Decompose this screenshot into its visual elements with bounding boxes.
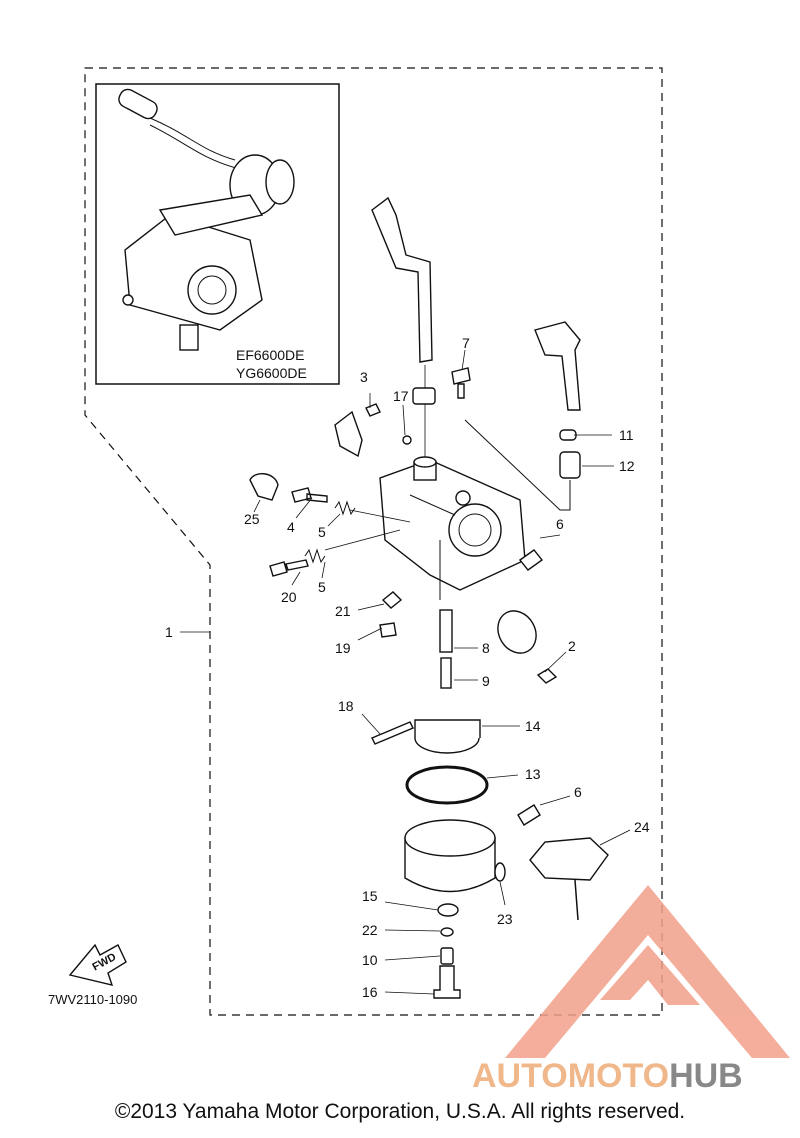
- label-21: 21: [335, 603, 351, 619]
- cap-17: [412, 387, 436, 405]
- guide-line-b: [324, 529, 401, 551]
- watermark-logo: [505, 885, 790, 1058]
- gasket-13: [405, 765, 489, 805]
- label-16: 16: [362, 984, 378, 1000]
- needle-21: [381, 591, 403, 609]
- link-rod: [371, 196, 433, 363]
- label-2: 2: [568, 638, 576, 654]
- collar-12: [559, 451, 581, 479]
- pin-18: [371, 721, 414, 745]
- lever-guide: [464, 419, 571, 511]
- label-1: 1: [165, 624, 173, 640]
- float-bowl-rim: [404, 819, 496, 857]
- fwd-arrow: FWD: [68, 943, 127, 986]
- solenoid-wire: [574, 879, 579, 921]
- copyright-notice: ©2013 Yamaha Motor Corporation, U.S.A. A…: [114, 1100, 686, 1123]
- jet-10: [440, 947, 454, 965]
- label-6b: 6: [574, 784, 582, 800]
- screw-2: [536, 668, 558, 684]
- float-14-body: [414, 719, 481, 738]
- screw-4: [291, 487, 328, 503]
- spring-5a: [334, 500, 356, 516]
- model-2: YG6600DE: [236, 365, 307, 381]
- leader-lines: [180, 349, 631, 995]
- label-5a: 5: [318, 524, 326, 540]
- choke-plate: [334, 410, 363, 458]
- label-7: 7: [462, 335, 470, 351]
- label-23: 23: [497, 911, 513, 927]
- label-5b: 5: [318, 579, 326, 595]
- label-3: 3: [360, 369, 368, 385]
- label-15: 15: [362, 888, 378, 904]
- label-8: 8: [482, 640, 490, 656]
- throttle-plate: [497, 610, 537, 654]
- clip-19: [379, 622, 397, 638]
- spring-5b: [304, 548, 326, 564]
- label-4: 4: [287, 519, 295, 535]
- washer-23: [494, 862, 506, 882]
- label-6a: 6: [556, 516, 564, 532]
- label-19: 19: [335, 640, 351, 656]
- label-17: 17: [393, 388, 409, 404]
- assembly-boundary: [84, 67, 663, 1016]
- clip-25: [249, 473, 279, 501]
- gasket-15: [437, 903, 459, 917]
- solenoid-24: [529, 837, 609, 881]
- label-14: 14: [525, 718, 541, 734]
- watermark-triangle: [505, 885, 790, 1058]
- watermark-text: AUTOMOTOHUB: [472, 1057, 743, 1095]
- ball-17: [402, 435, 412, 445]
- label-25: 25: [244, 511, 260, 527]
- o-ring-22: [440, 927, 454, 937]
- label-10: 10: [362, 952, 378, 968]
- diagram-code: 7WV2110-1090: [48, 992, 137, 1007]
- label-13: 13: [525, 766, 541, 782]
- screw-3: [365, 403, 381, 417]
- guide-line-a: [349, 509, 411, 523]
- nozzle-8: [439, 609, 453, 653]
- label-9: 9: [482, 673, 490, 689]
- screw-20: [269, 559, 309, 577]
- screw-6b: [517, 804, 541, 826]
- model-1: EF6600DE: [236, 347, 304, 363]
- screw-7: [451, 367, 471, 399]
- label-11: 11: [619, 427, 634, 443]
- inset-carburetor-drawing: [118, 88, 295, 351]
- watermark-part1: AUTOMOTO: [472, 1057, 669, 1095]
- jet-9: [440, 657, 452, 689]
- washer-11: [559, 429, 577, 441]
- label-20: 20: [281, 589, 297, 605]
- screw-6a: [518, 549, 544, 571]
- label-24: 24: [634, 819, 650, 835]
- watermark-part2: HUB: [669, 1057, 743, 1095]
- throttle-lever: [534, 321, 581, 411]
- label-12: 12: [619, 458, 635, 474]
- carburetor-body: [379, 456, 526, 600]
- label-22: 22: [362, 922, 378, 938]
- label-18: 18: [338, 698, 354, 714]
- drain-bolt-16: [433, 965, 461, 999]
- watermark-inner: [600, 945, 700, 1005]
